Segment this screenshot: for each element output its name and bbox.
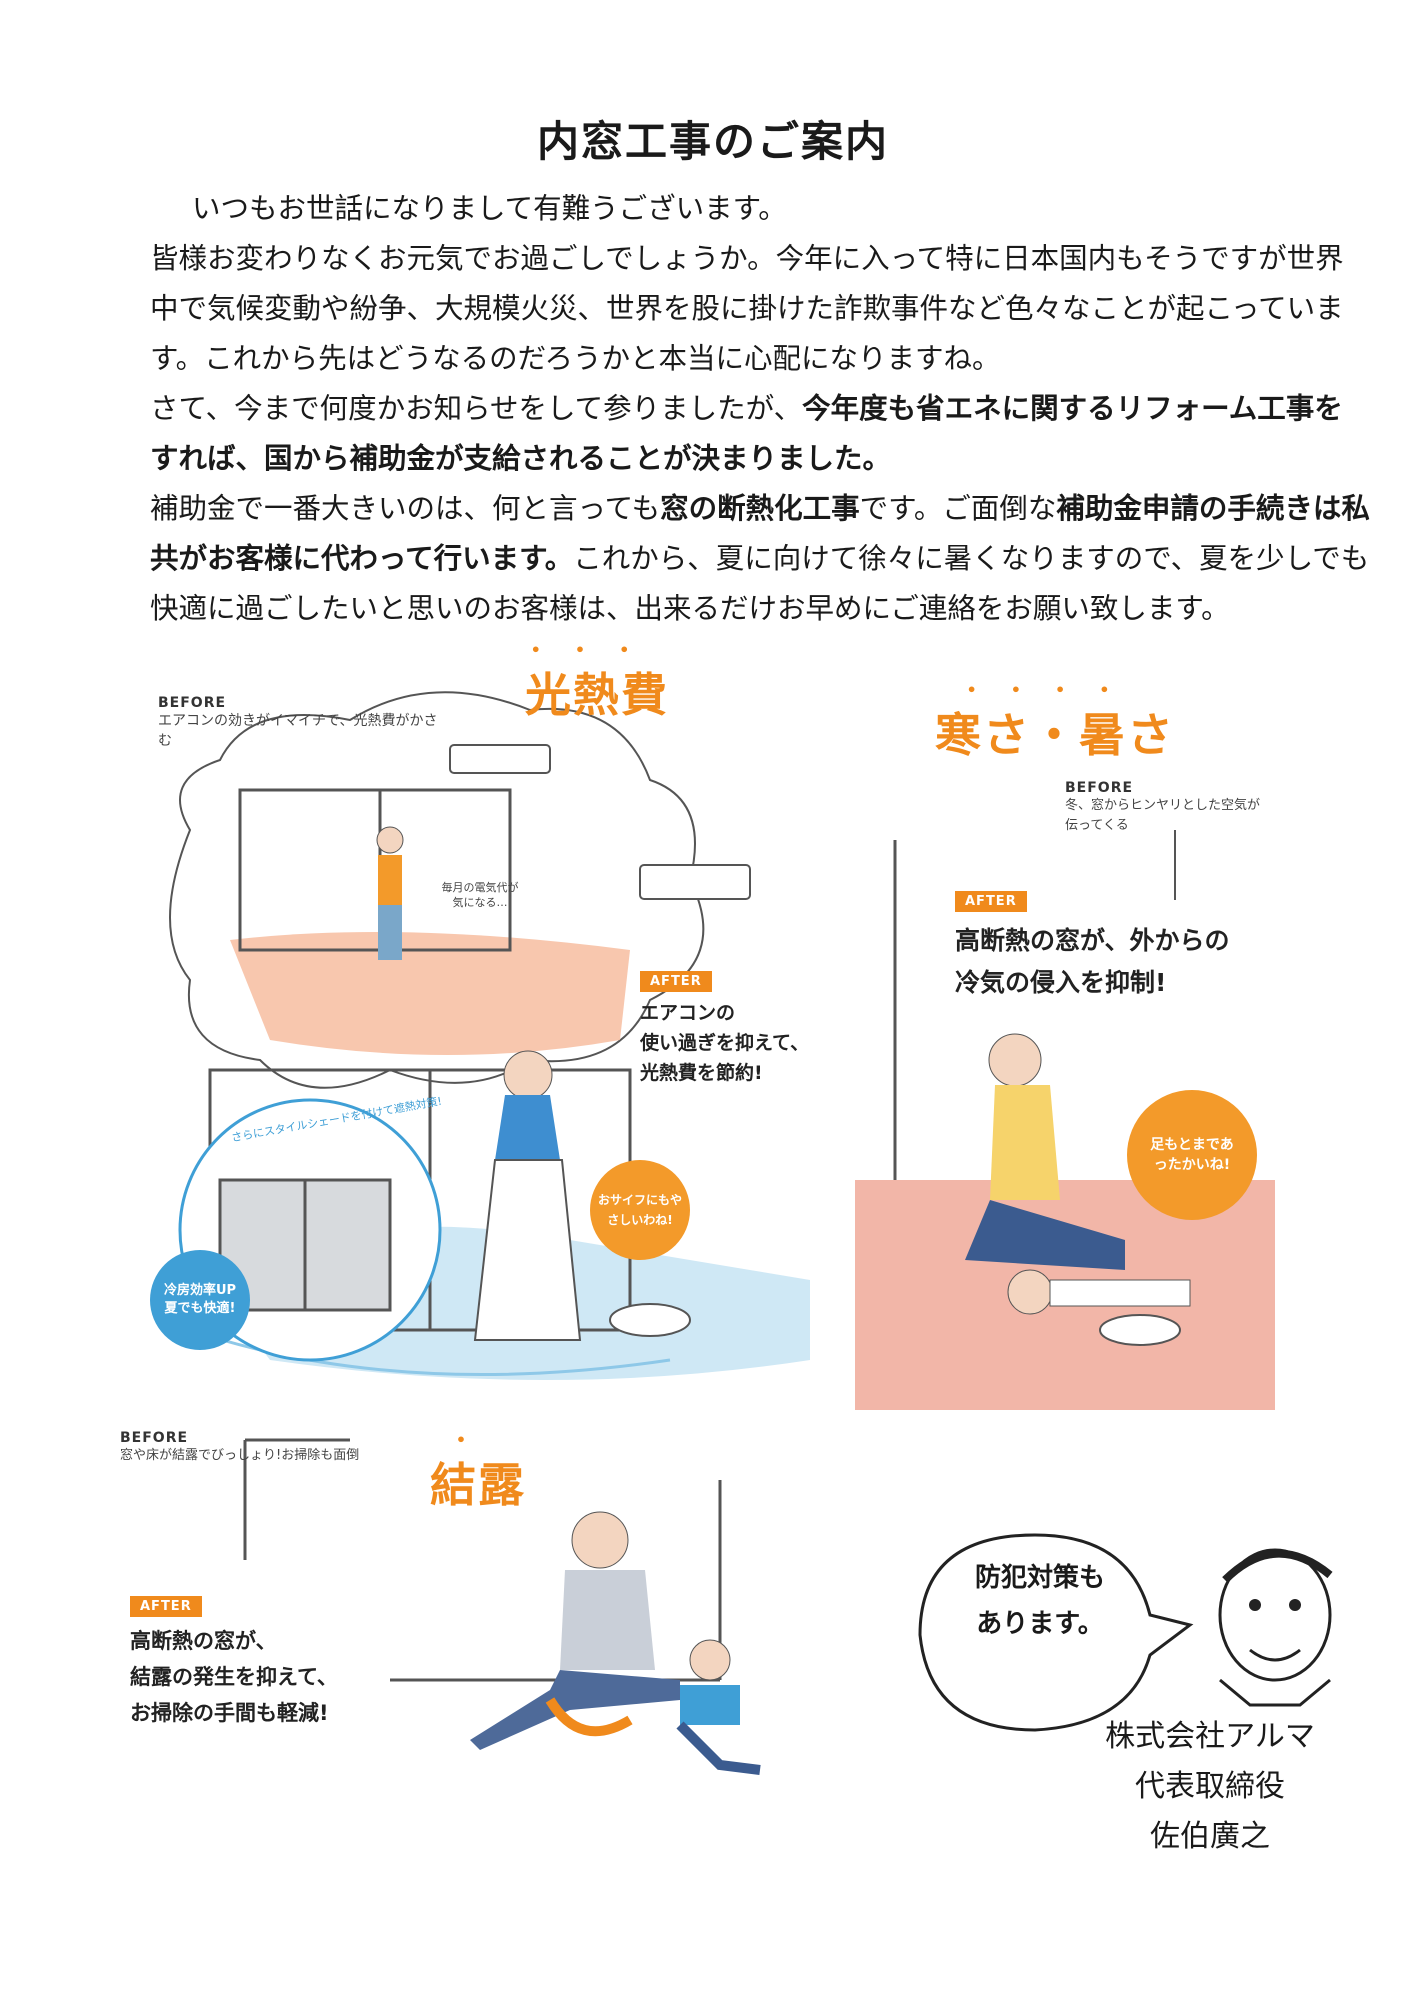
after-text: エアコンの 使い過ぎを抑えて、 光熱費を節約! — [640, 1002, 810, 1084]
temperature-before: BEFORE 冬、窓からヒンヤリとした空気が伝ってくる — [1065, 780, 1265, 836]
panel-utility-cost: ••• 光熱費 BEFORE エアコンの効きがイマイチで、光熱費がかさむ 毎月の… — [150, 640, 830, 1400]
utility-after: AFTER エアコンの 使い過ぎを抑えて、 光熱費を節約! — [640, 970, 860, 1088]
subsidy-highlight: 今年度も省エネに関するリフォーム工事をすれば、国から補助金が支給されることが決ま… — [150, 392, 1343, 475]
speech-bubble — [918, 1533, 1194, 1732]
before-label: BEFORE — [120, 1430, 189, 1446]
cooling-bubble: 冷房効率UP 夏でも快適! — [150, 1250, 250, 1350]
condensation-before: BEFORE 窓や床が結露でびっしょり!お掃除も面倒 — [120, 1430, 380, 1466]
before-text: 窓や床が結露でびっしょり!お掃除も面倒 — [120, 1448, 360, 1463]
temperature-heading: •••• 寒さ・暑さ — [935, 680, 1175, 765]
intro-paragraph: いつもお世話になりまして有難うございます。 皆様お変わりなくお元気でお過ごしでし… — [150, 184, 1370, 634]
news-text: 皆様お変わりなくお元気でお過ごしでしょうか。今年に入って特に日本国内もそうですが… — [150, 242, 1344, 375]
application-highlight: 補助金申請の手続きは私共がお客様に代わって行います。 — [150, 492, 1370, 575]
after-text: 高断熱の窓が、 結露の発生を抑えて、 お掃除の手間も軽減! — [130, 1629, 338, 1725]
after-text: 高断熱の窓が、外からの 冷気の侵入を抑制! — [955, 926, 1230, 997]
after-tag: AFTER — [130, 1596, 202, 1617]
before-text: エアコンの効きがイマイチで、光熱費がかさむ — [158, 713, 438, 749]
speech-text: 防犯対策も あります。 — [974, 1563, 1105, 1639]
after-tag: AFTER — [955, 891, 1027, 912]
page-title: 内窓工事のご案内 — [536, 117, 889, 166]
before-label: BEFORE — [158, 695, 227, 711]
company-name: 株式会社アルマ — [1105, 1719, 1315, 1754]
heading-dots: • — [455, 1430, 501, 1449]
after-tag: AFTER — [640, 971, 712, 992]
panel-condensation: • 結露 BEFORE 窓や床が結露でびっしょり!お掃除も面倒 AFTER 高断… — [120, 1420, 780, 1820]
condensation-heading: • 結露 — [430, 1430, 526, 1515]
temperature-heading-text: 寒さ・暑さ — [935, 708, 1175, 762]
utility-heading-text: 光熱費 — [525, 668, 669, 722]
utility-heading: ••• 光熱費 — [525, 640, 669, 725]
utility-illustration — [169, 691, 810, 1380]
before-label: BEFORE — [1065, 780, 1134, 796]
temperature-after: AFTER 高断熱の窓が、外からの 冷気の侵入を抑制! — [955, 890, 1275, 1004]
person-name: 佐伯廣之 — [1150, 1819, 1270, 1854]
subsidy-text: さて、今まで何度かお知らせをして参りましたが、今年度も省エネに関するリフォーム工… — [150, 392, 1343, 475]
before-text: 冬、窓からヒンヤリとした空気が伝ってくる — [1065, 798, 1261, 833]
panel-temperature: •••• 寒さ・暑さ BEFORE 冬、窓からヒンヤリとした空気が伝ってくる A… — [855, 680, 1275, 1410]
warm-feet-bubble: 足もとまであったかいね! — [1127, 1090, 1257, 1220]
condensation-after: AFTER 高断熱の窓が、 結露の発生を抑えて、 お掃除の手間も軽減! — [130, 1595, 410, 1731]
condensation-illustration — [243, 1438, 761, 1775]
wallet-bubble: おサイフにもやさしいわね! — [590, 1160, 690, 1260]
president-portrait — [1218, 1548, 1333, 1707]
job-title: 代表取締役 — [1135, 1769, 1285, 1804]
utility-before: BEFORE エアコンの効きがイマイチで、光熱費がかさむ — [158, 695, 438, 751]
greeting-line: いつもお世話になりまして有難うございます。 — [192, 192, 787, 225]
window-text: 補助金で一番大きいのは、何と言っても窓の断熱化工事です。ご面倒な補助金申請の手続… — [150, 492, 1370, 625]
heading-dots: •••• — [966, 680, 1144, 699]
thought-text: 毎月の電気代が気になる… — [441, 881, 519, 909]
window-highlight: 窓の断熱化工事 — [660, 492, 860, 525]
signature-block: 株式会社アルマ 代表取締役 佐伯廣之 — [1060, 1712, 1360, 1862]
condensation-heading-text: 結露 — [430, 1458, 526, 1512]
heading-dots: ••• — [530, 640, 664, 659]
